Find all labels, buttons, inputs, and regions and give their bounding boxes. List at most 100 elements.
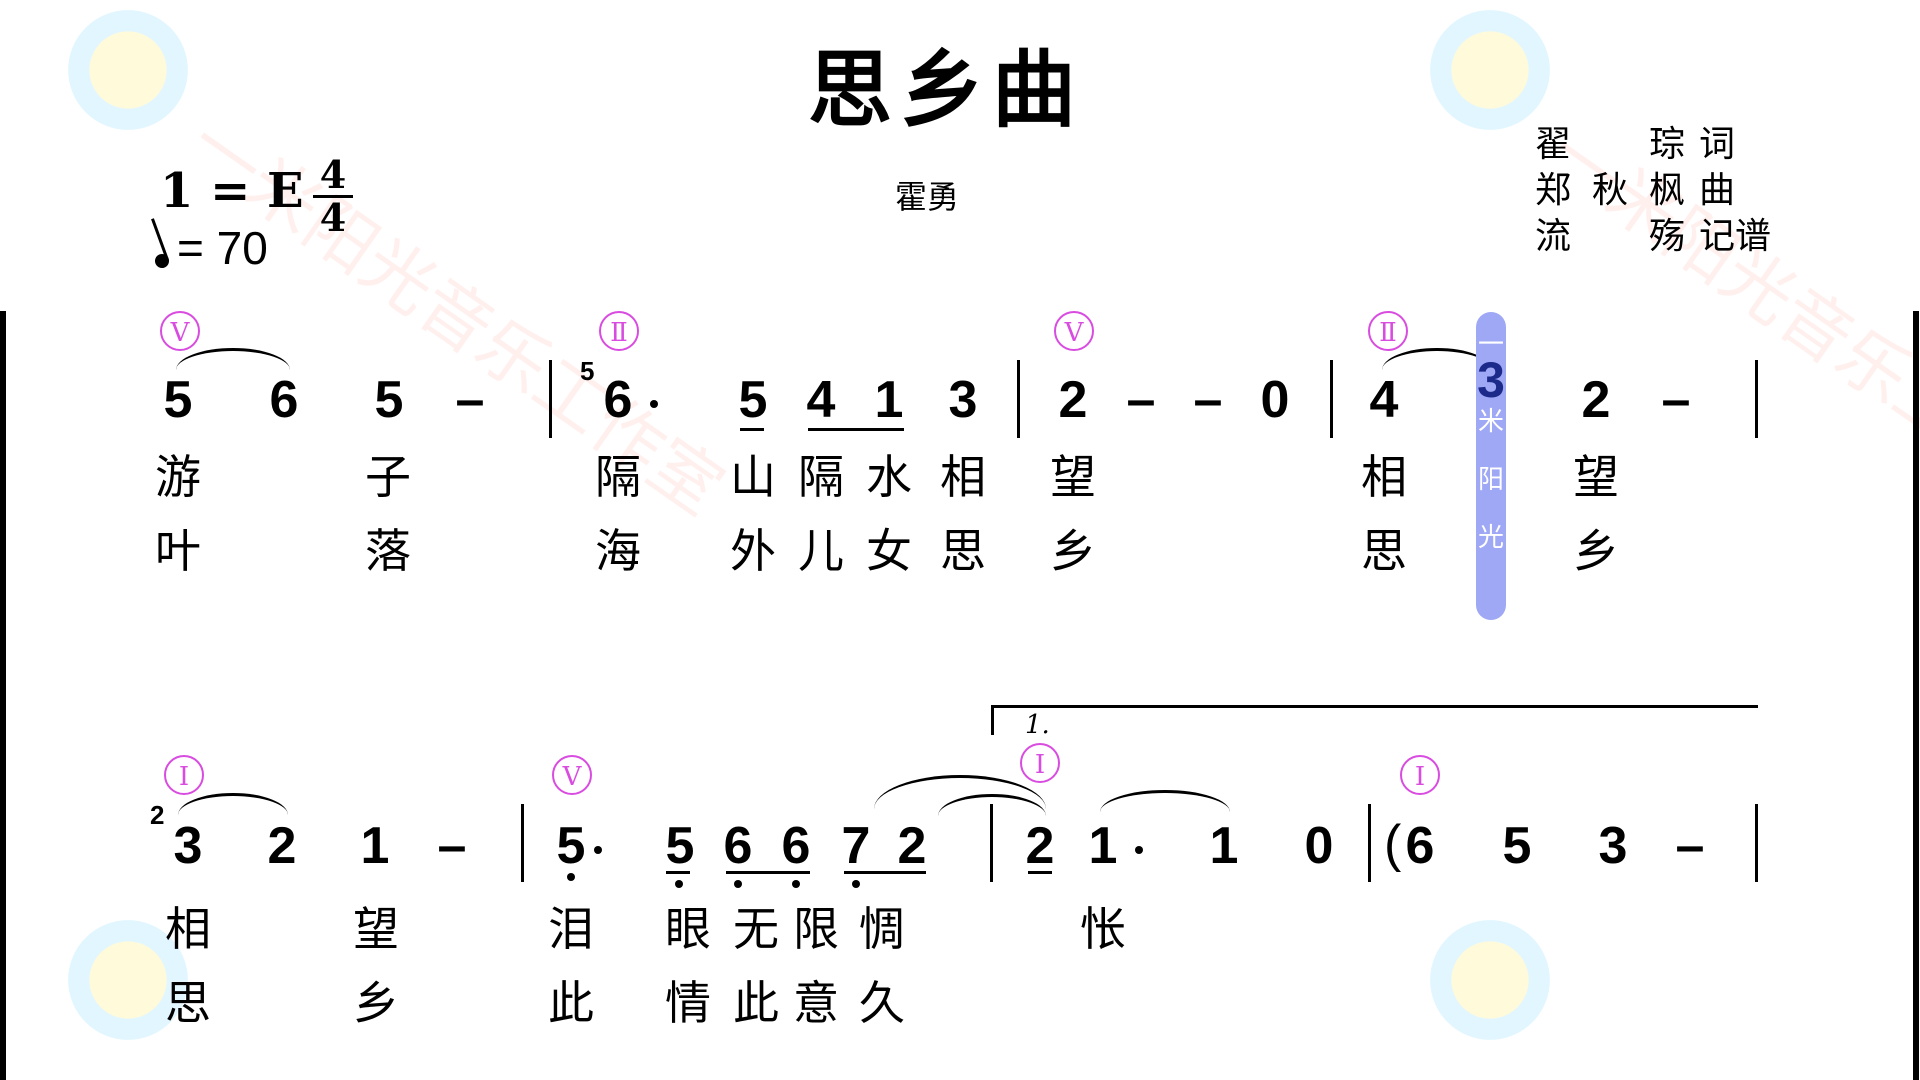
playback-cursor[interactable]: 一 3 米 阳 光: [1476, 312, 1506, 620]
lyric: 思: [1361, 524, 1407, 578]
augmentation-dot: [1135, 846, 1143, 854]
note: 4: [806, 371, 836, 429]
barline: [1755, 804, 1758, 882]
credit-name-char: 秋: [1591, 170, 1628, 211]
lyric: 子: [365, 450, 411, 504]
note: 0: [1304, 817, 1334, 875]
underline: [1028, 871, 1052, 874]
slur: [874, 775, 1046, 809]
underline: [666, 871, 690, 874]
low-octave-dot: [734, 880, 742, 888]
slur: [1382, 348, 1492, 370]
lyric: 望: [353, 902, 399, 956]
lyric: 眼: [665, 902, 711, 956]
credit-name-char: 翟: [1535, 124, 1572, 165]
note: 2: [897, 817, 927, 875]
dash: –: [1675, 817, 1705, 875]
lyric: 女: [866, 524, 912, 578]
barline: [1330, 360, 1333, 438]
note: 5: [1502, 817, 1532, 875]
lyric: 乡: [353, 976, 399, 1030]
lyric: 隔: [595, 450, 641, 504]
augmentation-dot: [594, 846, 602, 854]
credit-name-char: 枫: [1648, 170, 1685, 211]
time-signature: 4 4: [313, 156, 353, 237]
lyric: 此: [548, 976, 594, 1030]
chord-circle: Ⅰ: [1020, 743, 1060, 783]
credit-name-char: 琮: [1648, 124, 1685, 165]
chord-circle: Ⅴ: [1054, 311, 1094, 351]
cursor-label-char: 一: [1477, 330, 1504, 360]
note: 1: [360, 817, 390, 875]
note: 0: [1260, 371, 1290, 429]
dash: –: [437, 817, 467, 875]
barline: [990, 804, 993, 882]
low-octave-dot: [792, 880, 800, 888]
lyric: 外: [730, 524, 776, 578]
chord-circle: Ⅱ: [599, 311, 639, 351]
time-signature-top: 4: [319, 152, 347, 197]
right-edge-bar: [1913, 311, 1919, 1080]
volta-label: 1.: [1025, 710, 1050, 740]
dash: –: [455, 371, 485, 429]
note: 2: [1058, 371, 1088, 429]
slur: [178, 793, 288, 815]
credit-composer: 郑秋枫 曲: [1535, 168, 1771, 214]
lyric: 思: [940, 524, 986, 578]
watermark-text: 一米阳光音乐工作室: [174, 102, 738, 531]
slur: [1100, 790, 1230, 812]
lyric: 儿: [798, 524, 844, 578]
lyric: 隔: [798, 450, 844, 504]
note: 5: [665, 817, 695, 875]
dash: –: [1126, 371, 1156, 429]
low-octave-dot: [675, 880, 683, 888]
note: 2: [267, 817, 297, 875]
barline: [1755, 360, 1758, 438]
note: 4: [1369, 371, 1399, 429]
lyric: 山: [730, 450, 776, 504]
underline: [740, 428, 764, 431]
credit-transcriber: 流 殇 记谱: [1535, 214, 1771, 260]
lyric: 久: [859, 976, 905, 1030]
underline: [844, 871, 926, 874]
credit-name-char: 殇: [1648, 216, 1685, 257]
grace-note: 2: [150, 800, 165, 830]
volta-bracket-start: [991, 705, 994, 735]
lyric: 乡: [1050, 524, 1096, 578]
lyric: 泪: [548, 902, 594, 956]
note: 3: [948, 371, 978, 429]
credit-role: 记谱: [1699, 216, 1772, 257]
lyric: 乡: [1573, 524, 1619, 578]
cursor-label-char: 米: [1477, 407, 1504, 437]
augmentation-dot: [650, 400, 658, 408]
note: 5: [163, 371, 193, 429]
note: 2: [1581, 371, 1611, 429]
watermark-logo-bottom-left: [68, 920, 188, 1040]
lyric: 怅: [1080, 902, 1126, 956]
grace-note: 5: [580, 356, 595, 386]
slur: [176, 348, 290, 370]
song-title: 思乡曲: [808, 40, 1085, 139]
low-octave-dot: [567, 873, 575, 881]
note: 1: [1088, 817, 1118, 875]
cursor-label-char: 阳: [1477, 465, 1504, 495]
time-signature-bottom: 4: [319, 195, 347, 240]
note: 5: [738, 371, 768, 429]
chord-circle: Ⅱ: [1368, 311, 1408, 351]
lyric: 思: [165, 976, 211, 1030]
note: 1: [874, 371, 904, 429]
chord-circle: Ⅰ: [164, 755, 204, 795]
lyric: 此: [733, 976, 779, 1030]
chord-circle: Ⅴ: [552, 755, 592, 795]
note: 5: [374, 371, 404, 429]
credit-lyricist: 翟琮 词: [1535, 122, 1771, 168]
lyric: 情: [665, 976, 711, 1030]
barline: [1017, 360, 1020, 438]
note: 3: [173, 817, 203, 875]
lyric: 望: [1050, 450, 1096, 504]
credit-name-char: 流: [1535, 216, 1572, 257]
watermark-logo-bottom-right: [1430, 920, 1550, 1040]
chord-circle: Ⅰ: [1400, 755, 1440, 795]
lyric: 海: [595, 524, 641, 578]
credit-role: 曲: [1699, 170, 1736, 211]
